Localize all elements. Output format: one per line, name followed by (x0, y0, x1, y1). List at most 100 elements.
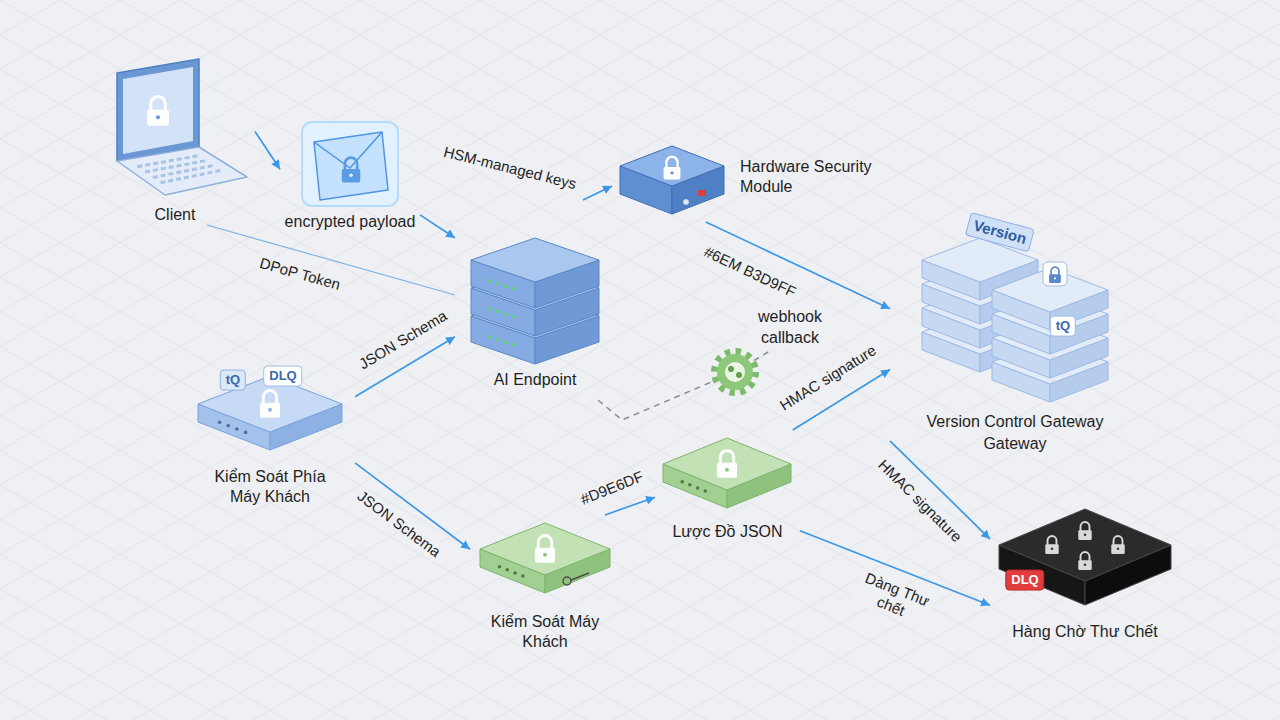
icon-part (342, 169, 360, 183)
connector-arrow (420, 215, 455, 238)
node-label: AI Endpoint (494, 370, 577, 390)
icon-part (349, 174, 353, 178)
icon-part (268, 408, 272, 412)
icon-part (688, 483, 692, 487)
icon-part (1051, 267, 1059, 275)
hsm-device: Hardware Security Module (612, 132, 880, 222)
icon-part (488, 335, 492, 339)
dead-letter-queue-icon (990, 495, 1180, 620)
icon-part (1048, 536, 1057, 545)
dead-letter-queue: Hàng Chờ Thư Chết (990, 495, 1180, 642)
icon-part (720, 451, 733, 464)
icon-part (663, 438, 791, 490)
icon-part (513, 571, 517, 575)
gear-dot (728, 366, 734, 372)
node-label: encrypted payload (285, 212, 416, 232)
icon-part (538, 536, 551, 549)
icon-part (218, 421, 222, 425)
icon-part (496, 282, 500, 286)
icon-part (521, 574, 525, 578)
icon-part (471, 238, 599, 282)
icon-part (496, 338, 500, 342)
icon-part (511, 287, 515, 291)
icon-part (670, 171, 673, 174)
connector-arrow (255, 132, 280, 170)
gear-dot (736, 372, 742, 378)
hsm-device-icon (612, 132, 732, 222)
icon-part (666, 157, 677, 168)
icon-part (498, 565, 502, 569)
node-label: Lược Đồ JSON (672, 522, 782, 542)
icon-part (302, 122, 398, 206)
icon-part (992, 268, 1108, 312)
gear-teeth (715, 352, 755, 392)
icon-part (226, 424, 230, 428)
server-stack: AI Endpoint (455, 200, 615, 390)
text-group: Hàng Chờ Thư Chết (990, 622, 1180, 642)
icon-part (1084, 534, 1087, 537)
icon-part (543, 553, 547, 557)
icon-part (725, 468, 729, 472)
icon-part (535, 548, 555, 563)
node-label: Version Control Gateway (927, 412, 1104, 432)
gear-body (717, 354, 753, 390)
connector-arrow (605, 497, 655, 515)
payload-envelope-icon (280, 118, 420, 210)
icon-part (620, 146, 724, 186)
icon-part (314, 132, 388, 200)
icon-part (1111, 544, 1124, 554)
client-laptop-icon (95, 55, 255, 203)
icon-part (235, 427, 239, 431)
icon-part (156, 115, 160, 119)
icon-part (698, 190, 706, 196)
text-group: Kiểm Soát Phía Máy Khách (185, 467, 355, 507)
icon-part (263, 391, 276, 404)
icon-part (488, 307, 492, 311)
icon-part (117, 147, 247, 195)
payload-envelope: encrypted payload (280, 118, 420, 232)
icon-part (345, 158, 357, 170)
icon-part (1049, 274, 1061, 283)
icon-part (145, 160, 207, 172)
icon-part (1084, 564, 1087, 567)
icon-part (703, 489, 707, 493)
icon-part (153, 165, 215, 177)
icon-part (1078, 530, 1091, 540)
icon-part (1043, 262, 1067, 286)
text-group: encrypted payload (280, 212, 420, 232)
dlq-tag: DLQ (263, 366, 302, 387)
icon-part (1054, 277, 1056, 279)
icon-part (511, 315, 515, 319)
icon-part (1114, 536, 1123, 545)
schema-box-icon (655, 430, 800, 520)
text-group: Hardware Security Module (732, 157, 880, 197)
text-group: Kiểm Soát Máy Khách (470, 612, 620, 652)
icon-part (571, 573, 589, 580)
icon-part (504, 312, 508, 316)
text-group: AI Endpoint (455, 370, 615, 390)
icon-part (123, 67, 193, 154)
icon-part (683, 199, 690, 206)
icon-part (696, 486, 700, 490)
icon-part (137, 155, 199, 166)
icon-part (506, 568, 510, 572)
icon-part (1045, 544, 1058, 554)
icon-part (480, 523, 610, 575)
icon-part (563, 577, 571, 585)
node-label: Kiểm Soát Máy Khách (490, 612, 600, 652)
icon-part (147, 110, 169, 126)
icon-part (504, 340, 508, 344)
node-label: Hàng Chờ Thư Chết (1012, 622, 1157, 642)
client-box-icon (470, 515, 620, 610)
icon-part (511, 343, 515, 347)
icon-part (117, 59, 199, 161)
icon-part (160, 170, 222, 183)
callout-label: webhook callback (748, 307, 832, 349)
text-group: Client (95, 205, 255, 225)
gear-hub (725, 362, 745, 382)
dlq-tag: DLQ (1005, 570, 1044, 591)
text-group: Lược Đồ JSON (655, 522, 800, 542)
client-box: Kiểm Soát Máy Khách (470, 515, 620, 652)
